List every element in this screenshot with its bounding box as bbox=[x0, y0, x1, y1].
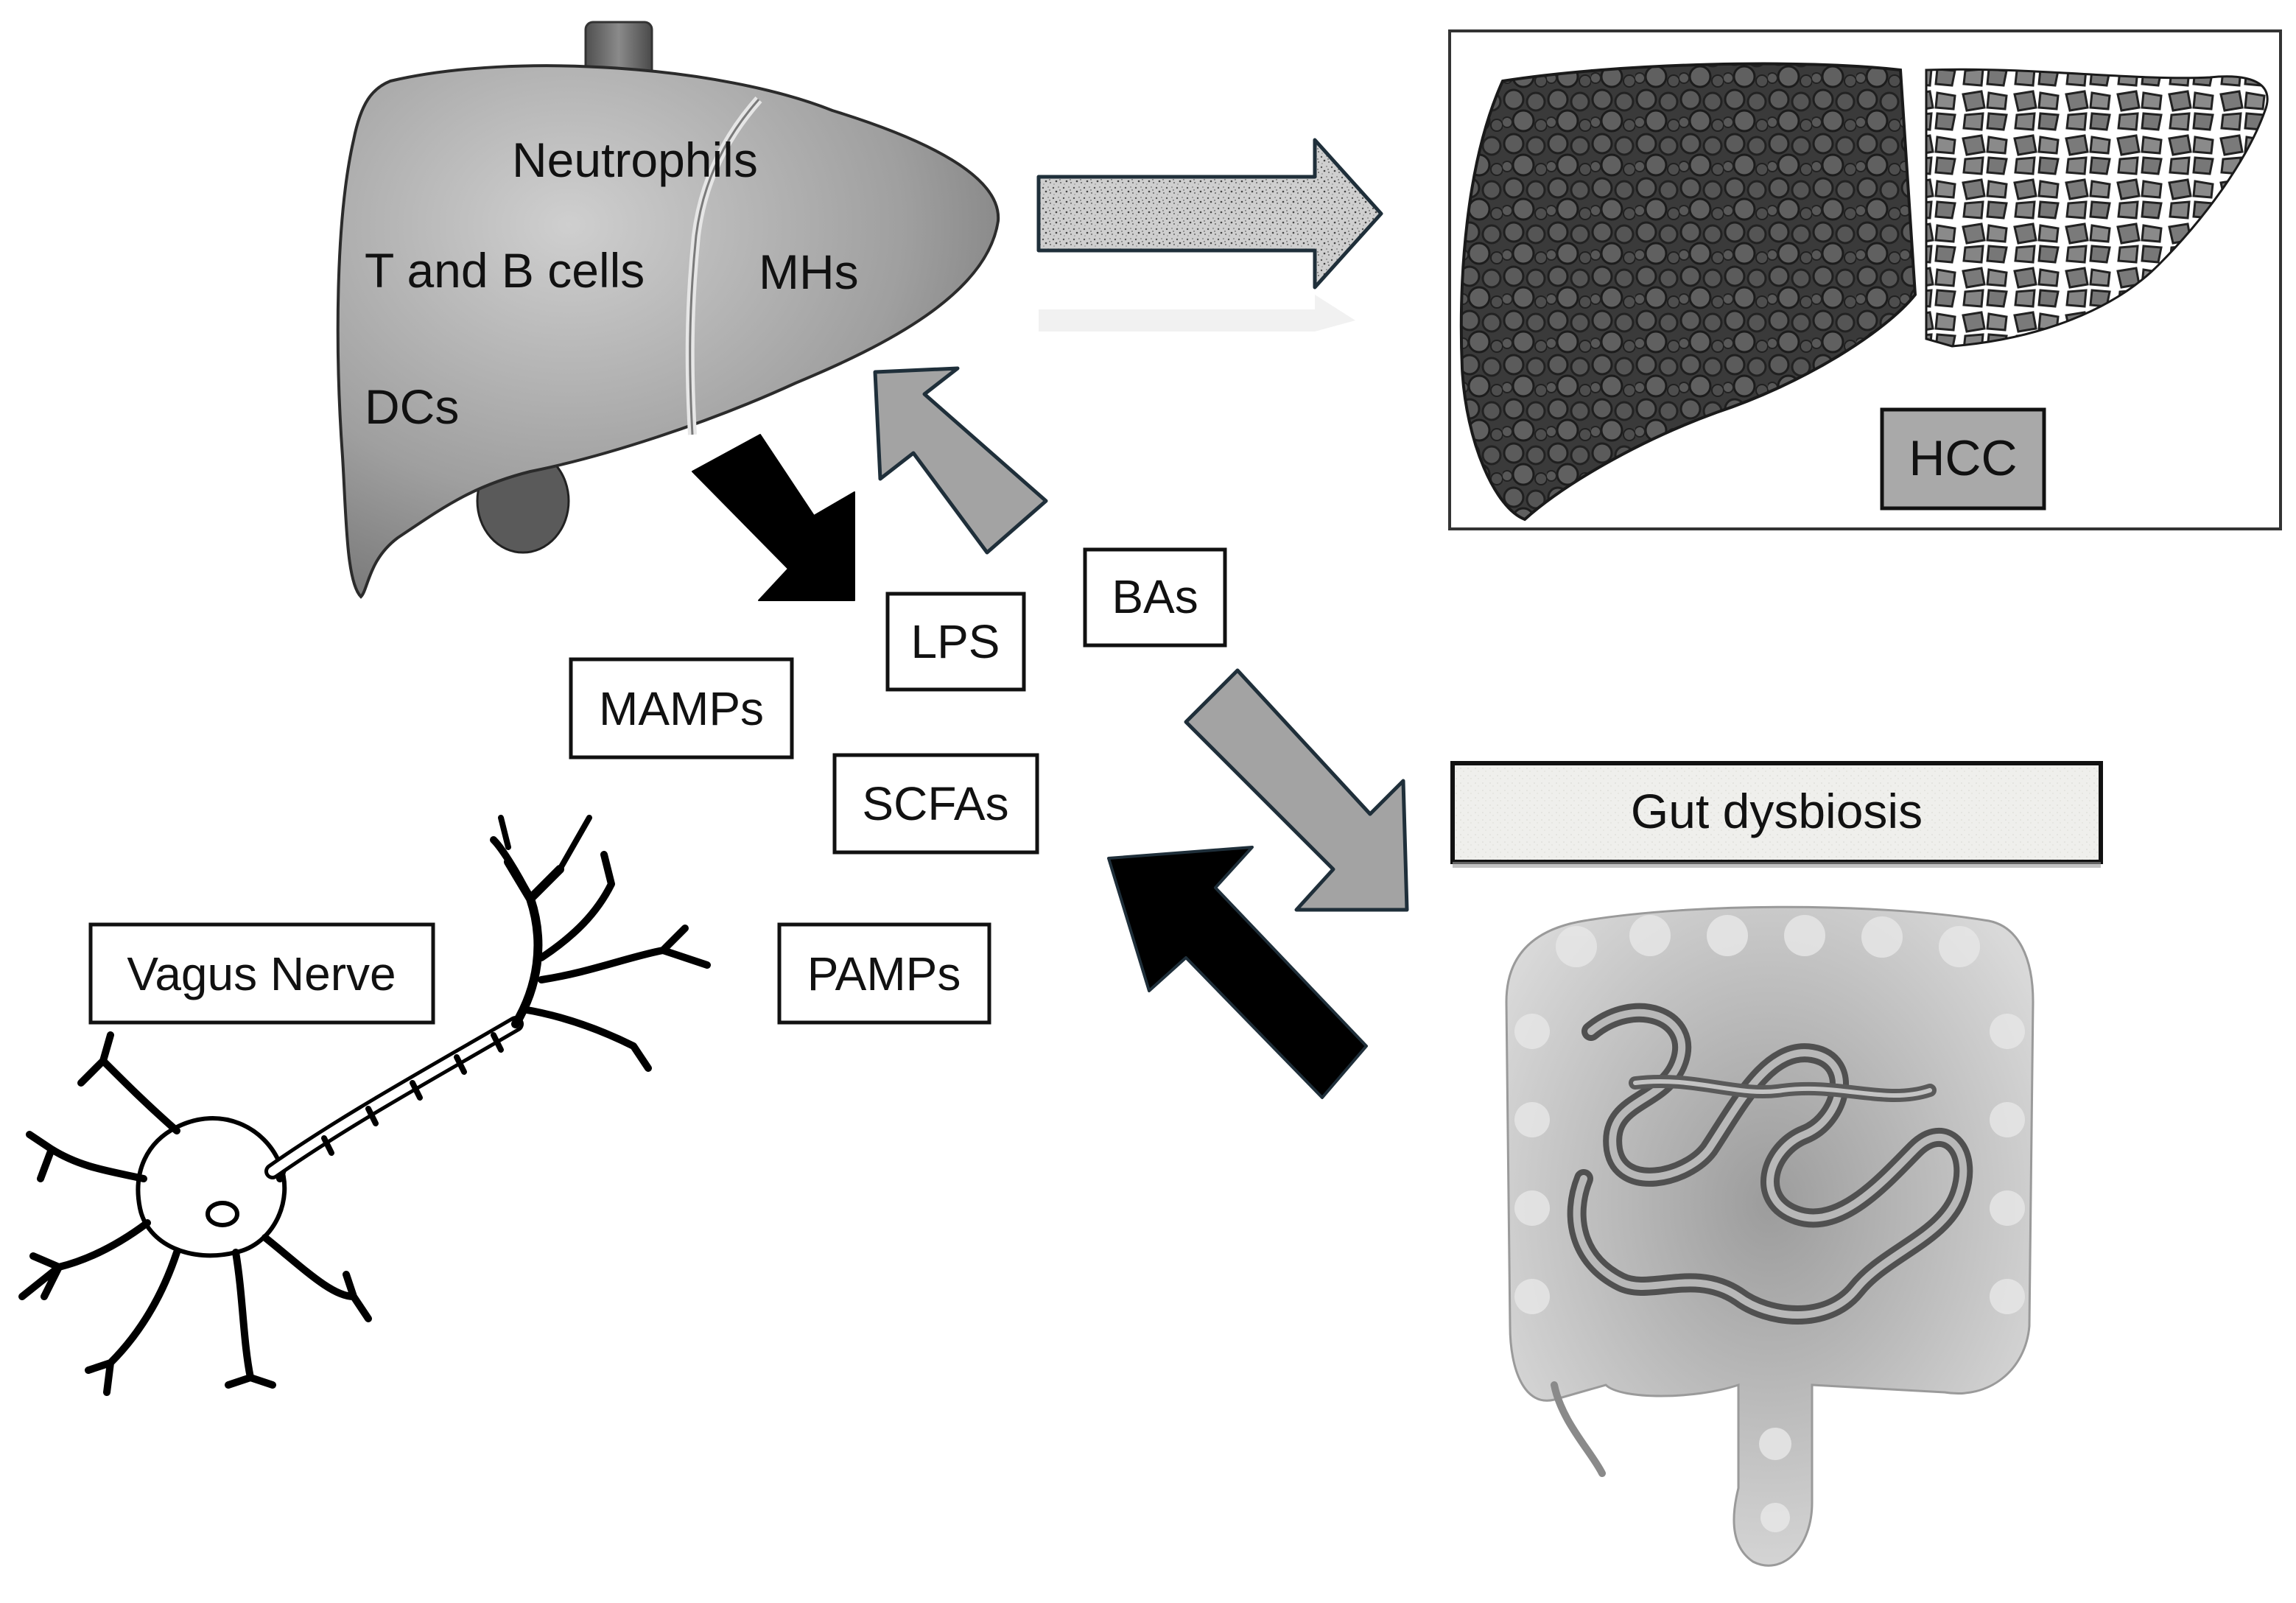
black-arrow-liver-to-gut-signals bbox=[692, 434, 855, 601]
liver-body bbox=[336, 64, 1000, 599]
progression-arrow bbox=[1036, 138, 1383, 332]
dcs-label: DCs bbox=[365, 379, 459, 434]
mamps-box: MAMPs bbox=[569, 657, 794, 760]
hcc-panel: HCC bbox=[1448, 29, 2282, 530]
neuron-nucleus bbox=[206, 1201, 239, 1227]
pamps-box: PAMPs bbox=[777, 922, 991, 1025]
gut-dysbiosis-label: Gut dysbiosis bbox=[1631, 784, 1923, 838]
grey-arrow-bas-to-liver bbox=[873, 366, 1048, 555]
fibrotic-lobe bbox=[1925, 68, 2269, 348]
neuron-cell-body bbox=[136, 1116, 287, 1258]
lps-box: LPS bbox=[885, 592, 1026, 692]
bas-label: BAs bbox=[1112, 570, 1198, 623]
mamps-label: MAMPs bbox=[599, 682, 764, 735]
hcc-label: HCC bbox=[1909, 430, 2017, 486]
gut-dysbiosis-banner: Gut dysbiosis bbox=[1450, 761, 2103, 868]
scfas-label: SCFAs bbox=[862, 777, 1008, 830]
neutrophils-label: Neutrophils bbox=[512, 133, 758, 187]
bas-box: BAs bbox=[1083, 547, 1227, 648]
liver-illustration: Neutrophils T and B cells MHs DCs bbox=[336, 21, 1000, 599]
scfas-box: SCFAs bbox=[832, 753, 1039, 855]
vagus-nerve-label: Vagus Nerve bbox=[127, 947, 396, 1000]
lps-label: LPS bbox=[911, 615, 1000, 668]
pamps-label: PAMPs bbox=[807, 947, 961, 1000]
mhs-label: MHs bbox=[759, 245, 859, 299]
large-intestine bbox=[1505, 905, 2035, 1567]
vagus-nerve-box: Vagus Nerve bbox=[88, 922, 435, 1025]
hcc-label-box bbox=[1880, 407, 2046, 511]
appendix bbox=[1551, 1381, 1606, 1477]
black-arrow-gut-to-signals bbox=[1107, 846, 1368, 1099]
cirrhotic-liver bbox=[1459, 62, 1917, 522]
grey-arrow-to-gut bbox=[1184, 668, 1409, 912]
intestine-illustration bbox=[1505, 905, 2035, 1567]
neuron-illustration bbox=[18, 815, 711, 1396]
t-and-b-cells-label: T and B cells bbox=[365, 243, 645, 298]
